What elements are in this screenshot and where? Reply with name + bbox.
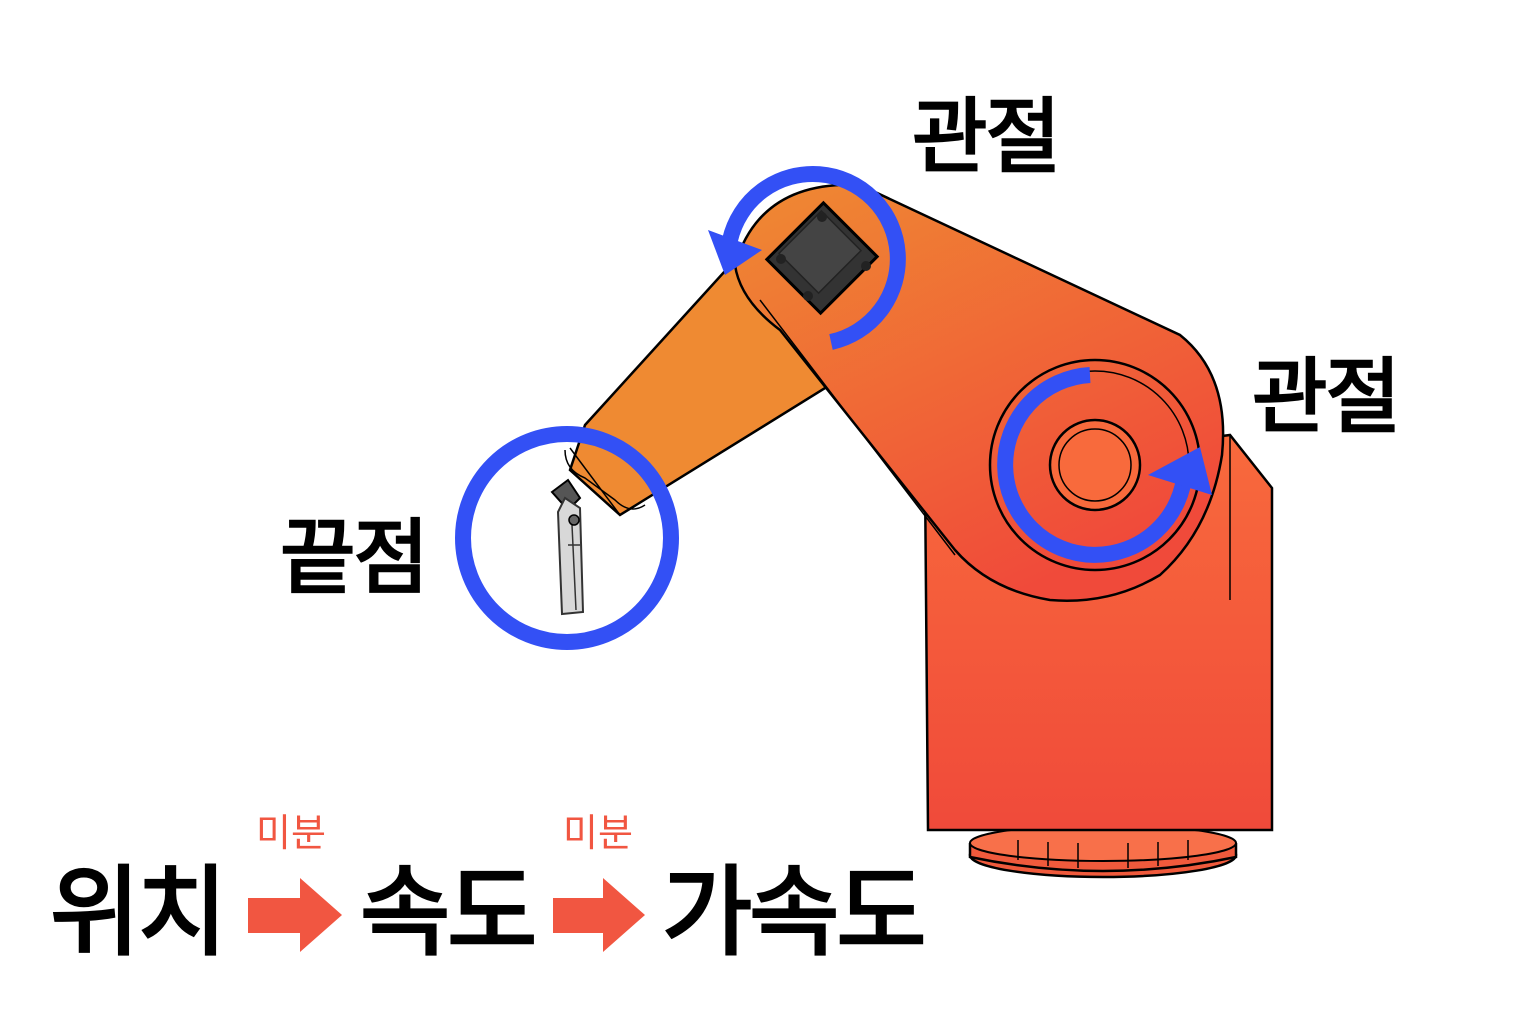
velocity-term: 속도	[360, 856, 537, 970]
elbow-motor	[764, 200, 880, 316]
diff-label-1: 미분	[256, 811, 326, 855]
arrow-icon	[553, 878, 645, 952]
end-point-label: 끝점	[280, 511, 429, 606]
arrow-icon	[248, 878, 342, 952]
robot-base-plate	[968, 824, 1238, 879]
position-term: 위치	[50, 856, 227, 970]
joint-label-lower: 관절	[1252, 350, 1401, 445]
joint-label-upper: 관절	[912, 90, 1061, 185]
rotation-arrow-lower-joint	[997, 367, 1212, 563]
rotation-arrow-upper-joint	[708, 165, 906, 350]
diff-label-2: 미분	[563, 811, 633, 855]
gripper	[550, 478, 585, 616]
acceleration-term: 가속도	[662, 856, 926, 970]
end-point-marker	[455, 426, 679, 650]
